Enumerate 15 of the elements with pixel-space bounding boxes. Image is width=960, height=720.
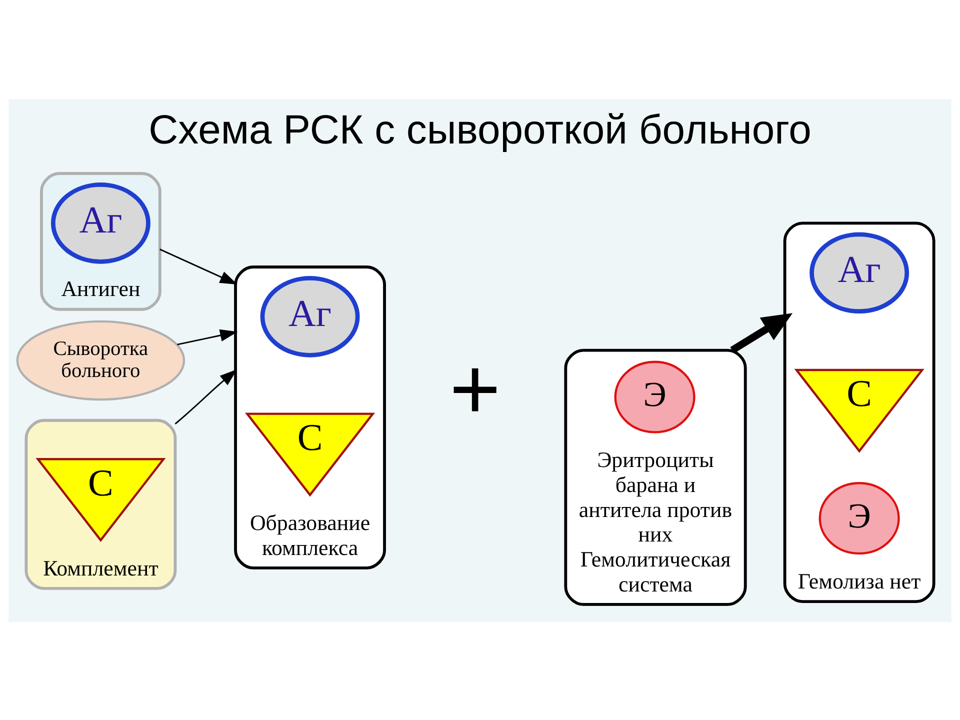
node-label: Гемолитическая система <box>580 546 731 596</box>
node-ellipse: Аг <box>260 276 360 357</box>
diagram-title: Схема РСК с сывороткой больного <box>148 106 812 152</box>
cluster <box>783 221 936 602</box>
arrow <box>174 368 238 424</box>
node-ellipse: Сыворотка больного <box>16 320 186 400</box>
arrow <box>160 248 238 284</box>
arrow <box>730 312 793 353</box>
arrow <box>177 328 238 345</box>
label: + <box>450 339 501 438</box>
node-ellipse: Аг <box>810 232 910 313</box>
node-ellipse: Э <box>818 482 900 554</box>
node-ellipse: Аг <box>50 182 150 264</box>
node-ellipse: Э <box>614 360 696 433</box>
node-label: Гемолиза нет <box>798 568 921 593</box>
